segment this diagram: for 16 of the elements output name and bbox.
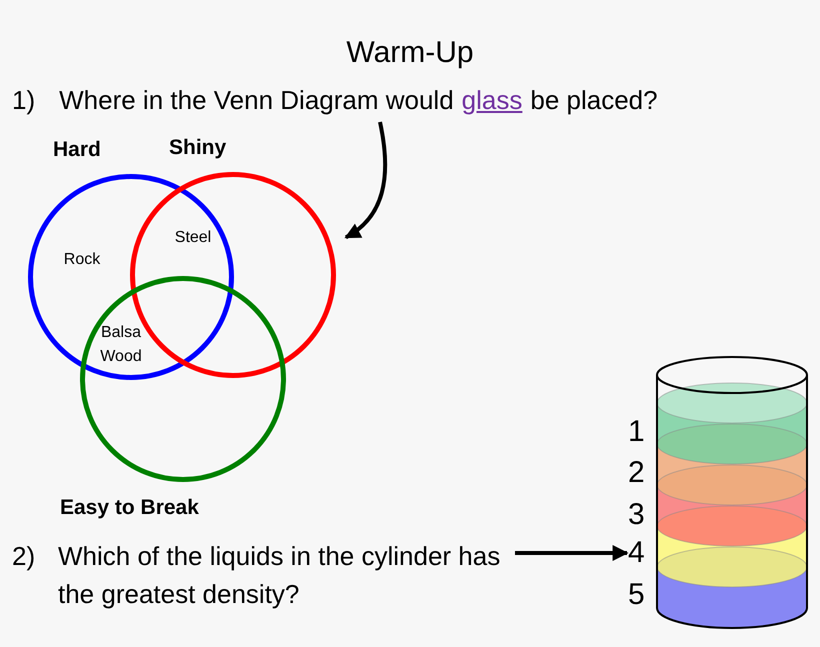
circle-heading: Shiny [169,135,226,161]
region-label: Steel [174,228,212,248]
layer-number: 1 [628,416,645,448]
title: Warm-Up [345,35,475,71]
circle-heading: Easy to Break [60,495,199,521]
layer-number: 3 [628,499,645,531]
circle-heading: Hard [53,137,101,163]
layer-number: 2 [628,457,645,489]
question-text: 1) Where in the Venn Diagram would glass be placed? [12,83,658,117]
arrow [515,545,629,561]
arrow [344,122,388,240]
region-label: Rock [62,250,102,270]
layer-number: 5 [628,579,645,611]
layer-number: 4 [628,537,645,569]
region-label: Balsa Wood [99,323,143,367]
question-text: 2) Which of the liquids in the cylinder has the greatest density? [12,537,514,613]
